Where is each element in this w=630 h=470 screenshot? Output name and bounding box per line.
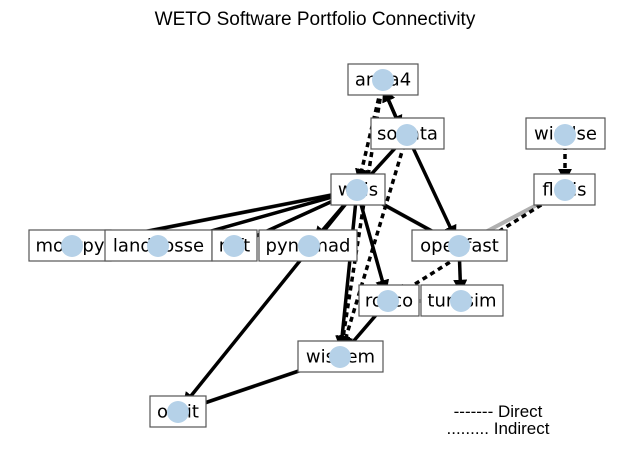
node-dot-weis [346,179,368,201]
node-dot-pynumad [298,235,320,257]
legend-indirect: ......... Indirect [447,419,550,438]
edge-weis-rosco [358,199,390,295]
node-dot-wisdem [329,346,351,368]
diagram-title: WETO Software Portfolio Connectivity [155,9,476,30]
edge-anba4-weis [355,89,383,183]
node-dot-sonata [396,124,418,146]
node-dot-floris [554,179,576,201]
edge-weis-wisdem [335,199,358,350]
edge-weis-orbit [182,196,353,407]
edge-anba4-wisdem [336,89,384,350]
node-dot-orbit [167,401,189,423]
edge-sonata-openfast [409,143,457,240]
node-dot-anba4 [372,69,394,91]
node-dot-rosco [377,290,399,312]
node-dot-moorpy [61,235,83,257]
legend-direct: ------- Direct [454,402,543,421]
node-dot-openfast [448,235,470,257]
node-dot-raft [223,235,245,257]
node-dot-layer [61,69,576,423]
node-dot-landbosse [147,235,169,257]
node-dot-turbsim [450,290,472,312]
legend: ------- Direct ......... Indirect [447,402,550,438]
node-dot-windse [554,124,576,146]
